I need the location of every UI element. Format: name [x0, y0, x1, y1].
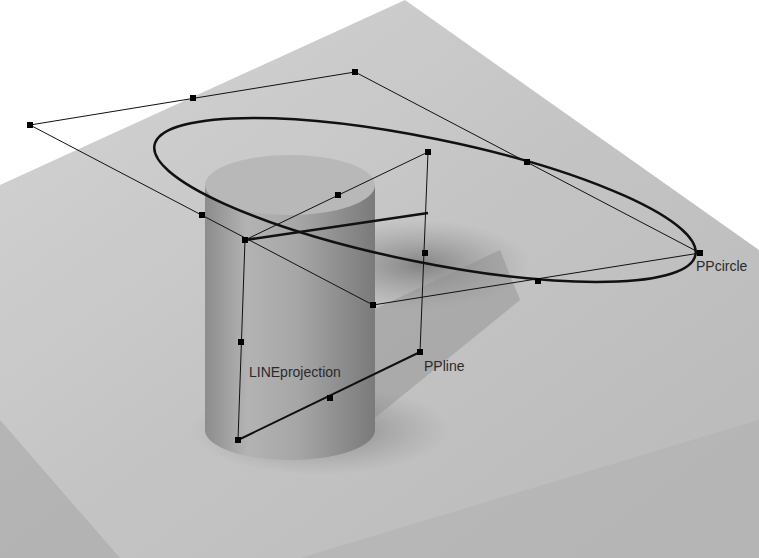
line-label: LINEprojection: [249, 365, 341, 379]
wireframe: [30, 72, 708, 440]
curve-label: PPline: [424, 359, 464, 373]
curve-label: PPcircle: [696, 259, 747, 273]
control-points: [27, 69, 703, 443]
